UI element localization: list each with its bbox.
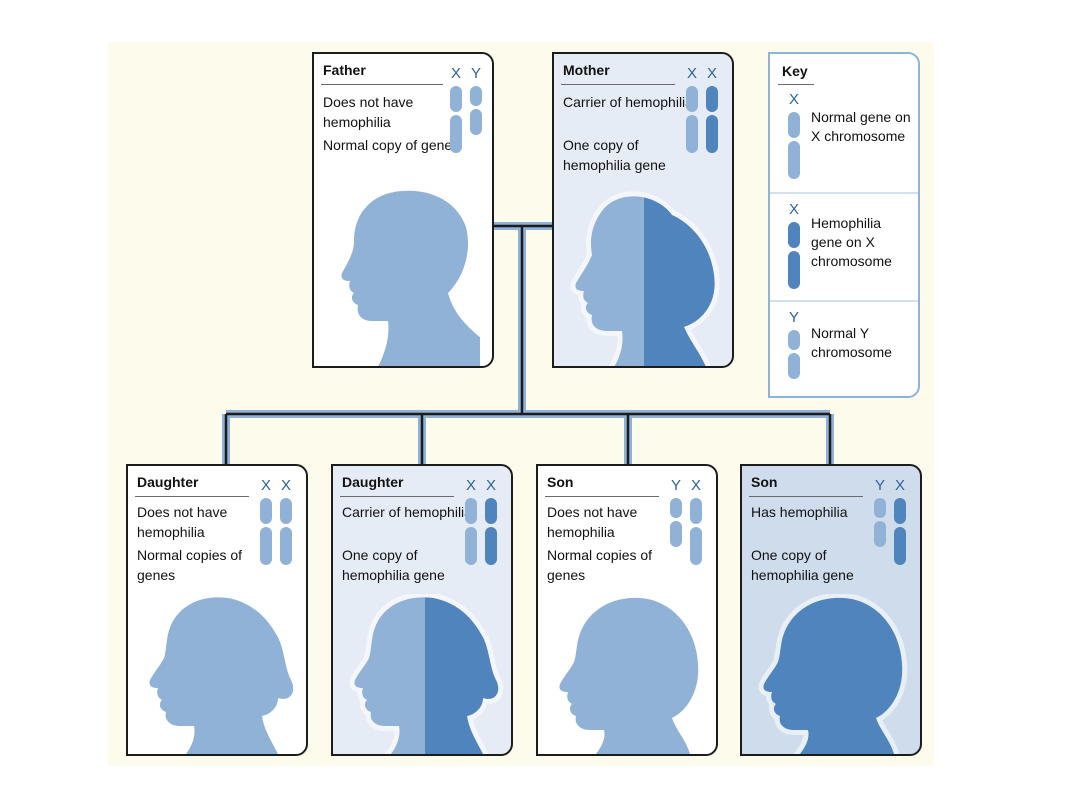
chromosome-letter: X — [789, 91, 799, 108]
card-title: Son — [547, 474, 574, 490]
boy-silhouette-icon — [758, 594, 908, 754]
gene-description: Normal copy of gene — [323, 137, 453, 153]
chromosome-letter: X — [486, 477, 496, 494]
gene-description: Normal copies of genes — [547, 547, 653, 583]
legend-entry-normal-y: Y Normal Y chromosome — [770, 308, 918, 408]
adult-male-silhouette-icon — [336, 189, 480, 366]
legend-entry-hemophilia-x: X Hemophilia gene on X chromosome — [770, 200, 918, 300]
hemophilia-status: Carrier of hemophilia — [342, 504, 472, 520]
card-title: Father — [323, 62, 366, 78]
chromosome-letter: Y — [875, 477, 885, 494]
chromosome-letter: X — [261, 477, 271, 494]
adult-female-silhouette-icon — [570, 191, 720, 366]
card-title: Daughter — [342, 474, 404, 490]
hemophilia-status: Has hemophilia — [751, 504, 848, 520]
gene-description: One copy of hemophilia gene — [342, 547, 445, 583]
daughter-card-2: Daughter Carrier of hemophilia One copy … — [331, 464, 513, 756]
hemophilia-x-chromosome-icon: X — [788, 201, 800, 289]
normal-x-chromosome-icon: X — [788, 91, 800, 179]
legend-entry-text: Normal Y chromosome — [811, 325, 892, 360]
legend-entry-normal-x: X Normal gene on X chromosome — [770, 90, 918, 190]
gene-description: One copy of hemophilia gene — [751, 547, 854, 583]
son-card-1: Son Does not have hemophilia Normal copi… — [536, 464, 718, 756]
chromosome-letter: X — [789, 201, 799, 218]
chromosome-letter: X — [687, 65, 697, 82]
chromosome-letter: X — [451, 65, 461, 82]
card-title: Daughter — [137, 474, 199, 490]
boy-silhouette-icon — [554, 594, 704, 754]
normal-y-chromosome-icon: Y — [788, 309, 800, 379]
chromosome-letter: X — [281, 477, 291, 494]
son-card-2: Son Has hemophilia One copy of hemophili… — [740, 464, 922, 756]
hemophilia-status: Carrier of hemophilia — [563, 94, 693, 110]
legend-title: Key — [782, 63, 808, 79]
chromosome-letter: Y — [471, 65, 481, 82]
hemophilia-status: Does not have hemophilia — [137, 504, 228, 540]
legend-entry-text: Normal gene on X chromosome — [811, 109, 911, 144]
father-card: Father Does not have hemophilia Normal c… — [312, 52, 494, 368]
chromosome-letter: X — [895, 477, 905, 494]
hemophilia-status: Does not have hemophilia — [323, 94, 414, 130]
gene-description: One copy of hemophilia gene — [563, 137, 666, 173]
chromosome-letter: X — [466, 477, 476, 494]
girl-silhouette-icon — [144, 594, 299, 754]
mother-card: Mother Carrier of hemophilia One copy of… — [552, 52, 734, 368]
chromosome-letter: Y — [789, 309, 799, 326]
legend-entry-text: Hemophilia gene on X chromosome — [811, 215, 892, 269]
girl-silhouette-icon — [349, 594, 504, 754]
daughter-card-1: Daughter Does not have hemophilia Normal… — [126, 464, 308, 756]
hemophilia-status: Does not have hemophilia — [547, 504, 638, 540]
card-title: Son — [751, 474, 778, 490]
chromosome-letter: Y — [671, 477, 681, 494]
legend-key: Key X Normal gene on X chromosome X Hemo… — [768, 52, 920, 398]
card-title: Mother — [563, 62, 610, 78]
gene-description: Normal copies of genes — [137, 547, 243, 583]
chromosome-letter: X — [707, 65, 717, 82]
chromosome-letter: X — [691, 477, 701, 494]
